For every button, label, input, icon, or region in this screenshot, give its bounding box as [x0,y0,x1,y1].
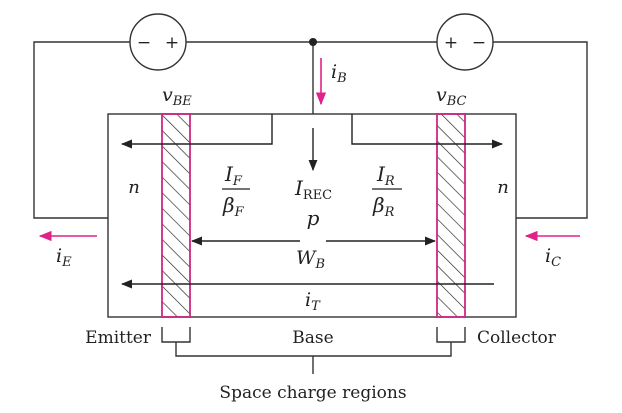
source-plus: + [165,33,179,53]
ie-label: iE [56,245,72,270]
base-label: Base [292,328,333,348]
if-arrow [120,114,273,149]
space-charge-label: Space charge regions [219,383,406,403]
it-label: iT [305,289,321,314]
external-circuit [33,38,588,219]
depletion-outline-emitter [161,113,191,318]
svg-text:βF: βF [222,193,245,220]
if-over-betaf: IF βF [222,162,250,220]
svg-text:βR: βR [372,193,395,220]
junction-dot [309,38,317,46]
ic-label: iC [545,245,561,270]
svg-text:IR: IR [376,162,395,189]
space-charge-brackets [161,327,466,374]
depletion-outline-collector [436,113,466,318]
ir-over-betar: IR βR [372,162,402,220]
source-minus: − [472,33,486,53]
source-plus: + [444,33,458,53]
ir-arrow [351,114,504,149]
collector-label: Collector [477,328,557,348]
vbc-label: vBC [436,84,467,109]
svg-text:IF: IF [224,162,243,189]
n-region-collector: n [497,177,509,198]
internal-currents [120,114,504,289]
ib-label: iB [331,61,347,86]
source-minus: − [137,33,151,53]
n-region-emitter: n [128,177,140,198]
transistor-body [107,113,517,318]
p-region-label: p [307,206,320,230]
vbe-label: vBE [162,84,192,109]
emitter-label: Emitter [85,328,152,348]
voltage-source-vbc: + − [436,13,494,71]
voltage-source-vbe: − + [129,13,187,71]
wb-label: WB [296,247,325,272]
irec-label: IREC [294,176,332,203]
